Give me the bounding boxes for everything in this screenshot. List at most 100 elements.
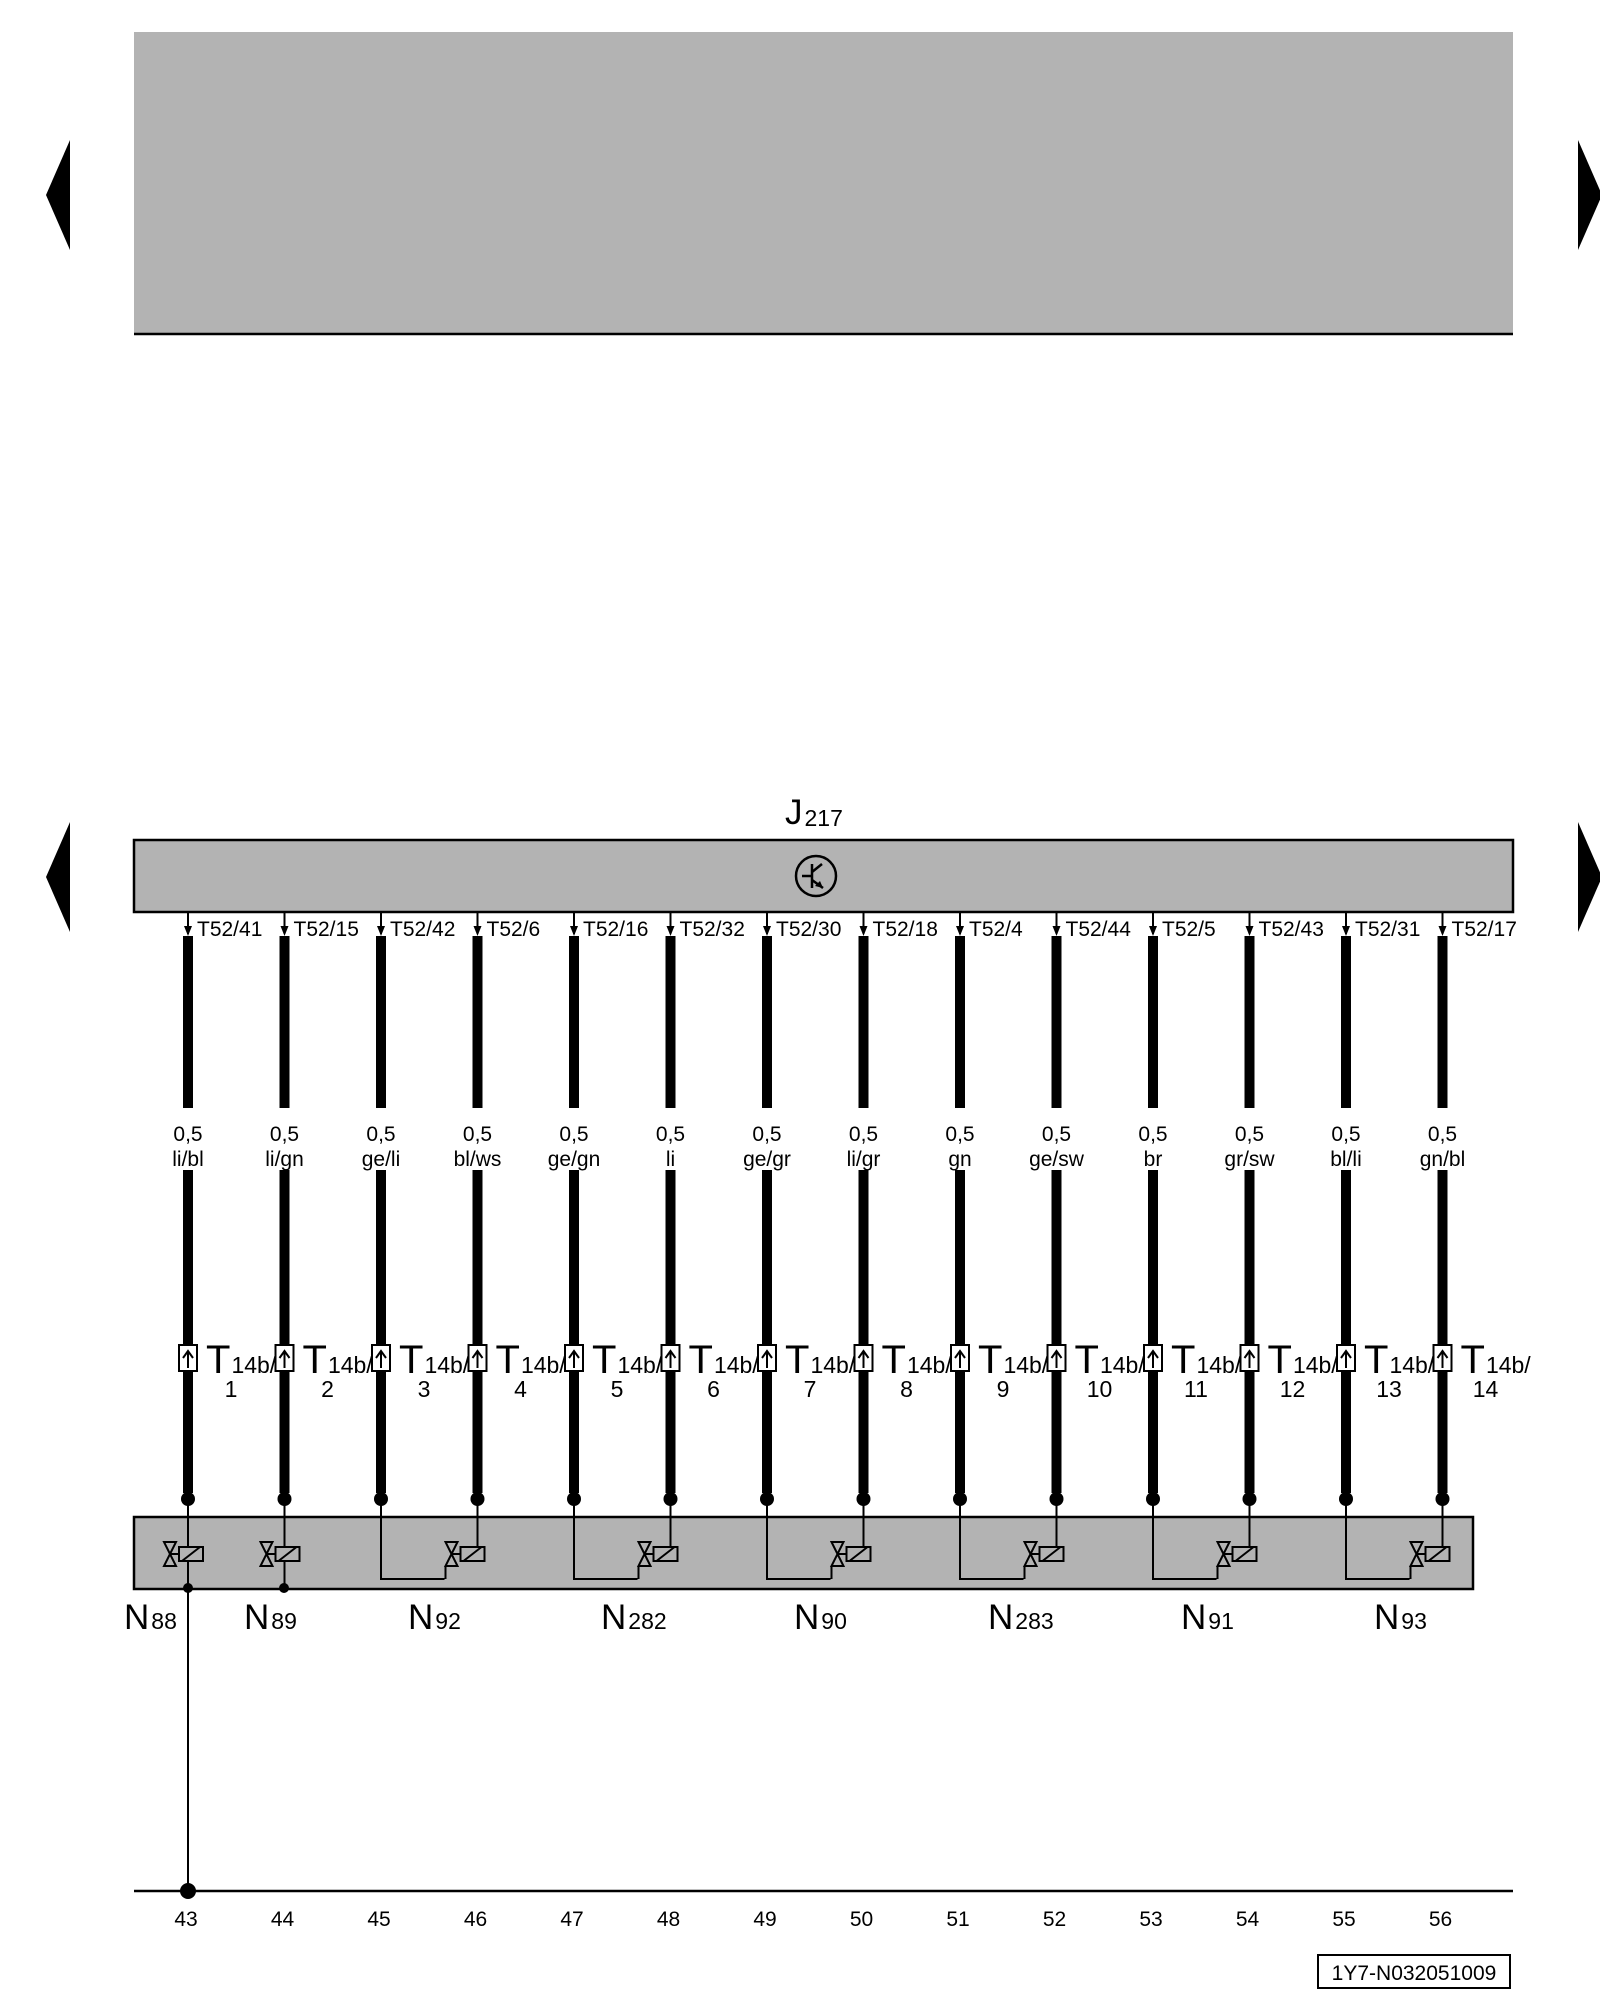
wire-segment <box>955 936 965 1108</box>
wire-color-label: ge/sw <box>1029 1148 1085 1171</box>
connector-pin-number: 1 <box>225 1376 238 1402</box>
connector-arrow-icon <box>857 1349 870 1359</box>
wire-segment <box>279 1170 290 1493</box>
valve-return-wire <box>1152 1499 1217 1580</box>
coil-diagonal <box>462 1546 483 1562</box>
wire-segment <box>1051 936 1062 1108</box>
wire-segment <box>472 936 483 1108</box>
wire-size-label: 0,5 <box>1138 1123 1167 1146</box>
connector-pin-number: 9 <box>997 1376 1010 1402</box>
wire-segment <box>1244 936 1255 1108</box>
valve-label-91: N91 <box>1181 1598 1234 1637</box>
valve-label-92: N92 <box>408 1598 461 1637</box>
pin-label: T52/15 <box>294 918 359 941</box>
wire-color-label: br <box>1144 1148 1163 1171</box>
triangle-left-icon[interactable] <box>46 140 70 250</box>
pin-label: T52/4 <box>969 918 1023 941</box>
coil-diagonal <box>1041 1546 1062 1562</box>
solenoid-valve-icon <box>258 1541 301 1567</box>
pin-arrow-icon <box>473 926 482 936</box>
column-number: 44 <box>271 1908 295 1931</box>
wire-color-label: ge/gr <box>743 1148 791 1171</box>
connector-arrow-icon <box>1050 1349 1063 1359</box>
pin-arrow-icon <box>377 926 385 936</box>
column-number: 50 <box>850 1908 873 1931</box>
wire-color-label: bl/li <box>1330 1148 1362 1171</box>
connector-label: T14b/ <box>1075 1338 1146 1382</box>
connector-pin-number: 10 <box>1087 1376 1113 1402</box>
connector-label: T14b/ <box>689 1338 760 1382</box>
wire-color-label: gn/bl <box>1420 1148 1466 1171</box>
connector-pin-number: 5 <box>611 1376 624 1402</box>
connector-arrow-icon <box>278 1349 291 1359</box>
wire-segment <box>858 1170 869 1493</box>
connector-arrow-icon <box>761 1349 773 1359</box>
pin-arrow-icon <box>570 926 578 936</box>
valve-label-90: N90 <box>794 1598 847 1637</box>
valve-return-wire <box>1345 1499 1410 1580</box>
connector-arrow-icon <box>954 1349 966 1359</box>
pin-label: T52/5 <box>1162 918 1216 941</box>
wire-color-label: ge/li <box>362 1148 401 1171</box>
wire-segment <box>376 936 386 1108</box>
connector-arrow-icon <box>1436 1349 1449 1359</box>
wire-segment <box>1051 1170 1062 1493</box>
wire-segment <box>1341 1170 1351 1493</box>
coil-box <box>1424 1546 1451 1562</box>
connector-pin-number: 14 <box>1473 1376 1499 1402</box>
coil-diagonal <box>848 1546 869 1562</box>
wire-size-label: 0,5 <box>1235 1123 1264 1146</box>
connector-arrow-icon <box>1243 1349 1256 1359</box>
wire-size-label: 0,5 <box>656 1123 685 1146</box>
connector-label: T14b/ <box>1364 1338 1435 1382</box>
reference-number: 1Y7-N032051009 <box>1332 1962 1497 1985</box>
upper-unit-box <box>134 32 1513 334</box>
wire-color-label: li/gn <box>265 1148 304 1171</box>
connector-pin-number: 2 <box>321 1376 334 1402</box>
coil-diagonal <box>1234 1546 1255 1562</box>
triangle-left-icon[interactable] <box>46 822 70 932</box>
wire-segment <box>569 936 579 1108</box>
wire-size-label: 0,5 <box>1331 1123 1360 1146</box>
coil-diagonal <box>655 1546 676 1562</box>
wire-segment <box>1341 936 1351 1108</box>
wire-size-label: 0,5 <box>463 1123 492 1146</box>
wire-segment <box>1437 936 1448 1108</box>
valve-label-89: N89 <box>244 1598 297 1637</box>
pin-label: T52/17 <box>1452 918 1517 941</box>
pin-arrow-icon <box>1245 926 1254 936</box>
connector-arrow-icon <box>375 1349 387 1359</box>
triangle-right-icon[interactable] <box>1578 140 1600 250</box>
triangle-right-icon[interactable] <box>1578 822 1600 932</box>
wire-segment <box>665 936 676 1108</box>
wire-segment <box>762 936 772 1108</box>
connector-pin-number: 8 <box>900 1376 913 1402</box>
pin-arrow-icon <box>184 926 192 936</box>
wire-segment <box>472 1170 483 1493</box>
valve-bowtie <box>258 1541 275 1567</box>
connector-label: T14b/ <box>1171 1338 1242 1382</box>
valve-label-283: N283 <box>988 1598 1054 1637</box>
valve-bowtie <box>162 1541 178 1567</box>
electronic-control-unit-icon <box>794 854 838 898</box>
column-number: 46 <box>464 1908 487 1931</box>
coil-diagonal <box>181 1546 201 1562</box>
connector-arrow-icon <box>1340 1349 1352 1359</box>
wire-size-label: 0,5 <box>849 1123 878 1146</box>
wire-color-label: gn <box>948 1148 971 1171</box>
control-unit-box <box>132 838 1515 914</box>
pin-label: T52/16 <box>583 918 648 941</box>
valve-return-wire <box>573 1499 638 1580</box>
pin-arrow-icon <box>763 926 771 936</box>
connector-label: T14b/ <box>882 1338 953 1382</box>
solenoid-valve-icon <box>1408 1541 1451 1567</box>
pin-label: T52/42 <box>390 918 455 941</box>
connector-label: T14b/ <box>978 1338 1049 1382</box>
connector-arrow-icon <box>471 1349 484 1359</box>
pin-arrow-icon <box>666 926 675 936</box>
